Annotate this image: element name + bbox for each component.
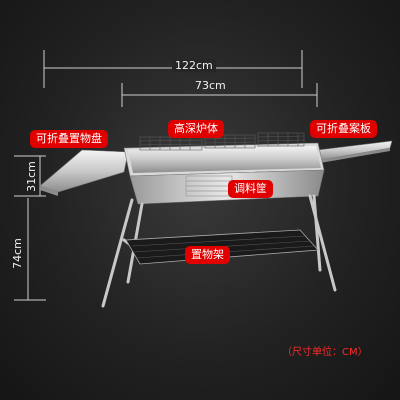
leg-height-label: 74cm bbox=[10, 238, 24, 269]
unit-note: （尺寸单位：CM） bbox=[282, 347, 368, 358]
body-width-label: 73cm bbox=[195, 79, 226, 92]
fold-board-tag: 可折叠案板 bbox=[310, 120, 377, 138]
total-width-label: 122cm bbox=[172, 59, 216, 72]
grill-grate bbox=[139, 132, 305, 151]
dimension-line-body-width bbox=[121, 83, 318, 107]
shelf-tag: 置物架 bbox=[185, 246, 230, 264]
body-height-label: 31cm bbox=[24, 161, 38, 192]
left-folding-tray bbox=[39, 149, 129, 196]
grill-body bbox=[123, 142, 325, 205]
dimension-line-leg-height bbox=[14, 198, 46, 301]
right-folding-board bbox=[317, 140, 393, 163]
seasoning-basket-tag: 调料筐 bbox=[228, 180, 273, 198]
deep-body-tag: 高深炉体 bbox=[168, 120, 224, 138]
fold-tray-tag: 可折叠置物盘 bbox=[30, 130, 108, 148]
